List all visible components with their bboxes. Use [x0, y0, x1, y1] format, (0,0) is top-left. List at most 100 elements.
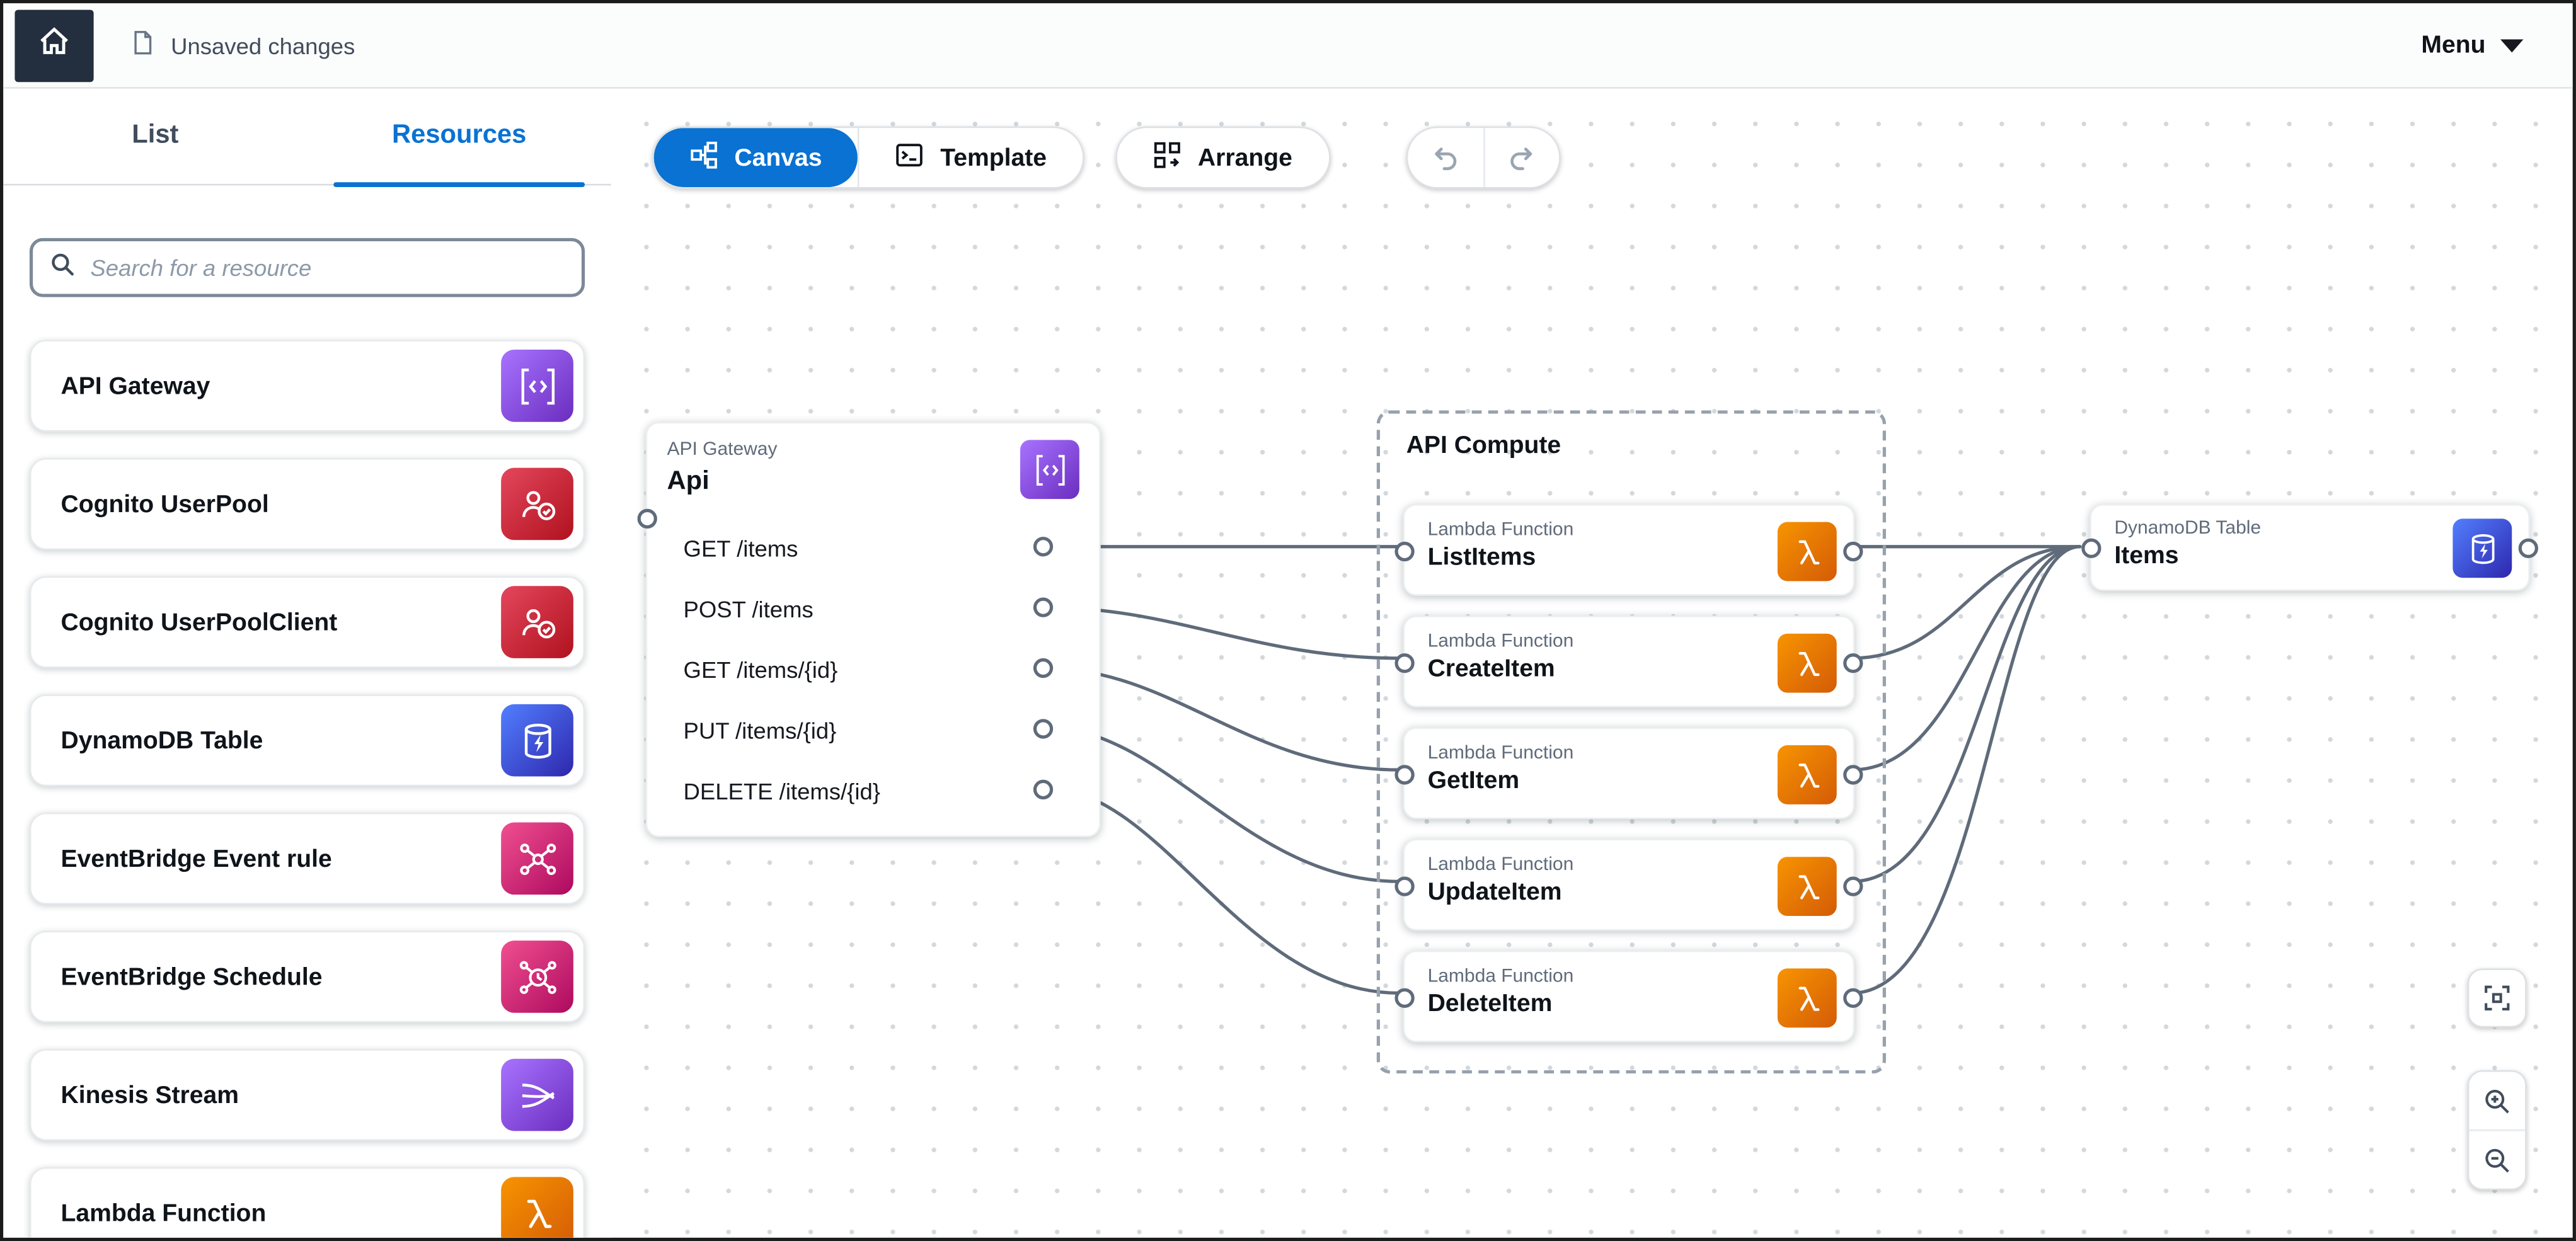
- resource-card-dynamodb-table[interactable]: DynamoDB Table: [29, 694, 585, 787]
- connector-port[interactable]: [2518, 538, 2538, 558]
- resource-label: Lambda Function: [60, 1199, 267, 1227]
- resource-card-lambda-function[interactable]: Lambda Function: [29, 1167, 585, 1238]
- resource-label: EventBridge Schedule: [60, 963, 323, 991]
- arrange-button[interactable]: Arrange: [1115, 126, 1330, 189]
- connector-port[interactable]: [1394, 653, 1415, 673]
- tab-list[interactable]: List: [3, 89, 307, 184]
- node-type-label: Lambda Function: [1427, 855, 1574, 875]
- dynamodb-icon: [501, 704, 573, 777]
- resource-label: DynamoDB Table: [60, 726, 263, 755]
- resource-card-cognito-userpoolclient[interactable]: Cognito UserPoolClient: [29, 576, 585, 668]
- resource-label: Cognito UserPool: [60, 489, 269, 518]
- connector-port[interactable]: [637, 508, 657, 529]
- api-route[interactable]: GET /items/{id}: [647, 639, 1099, 699]
- resource-card-api-gateway[interactable]: API Gateway: [29, 340, 585, 432]
- dynamodb-node[interactable]: DynamoDB Table Items: [2081, 503, 2538, 592]
- lambda-node-updateitem[interactable]: Lambda Function UpdateItem: [1394, 838, 1863, 931]
- history-controls: [1405, 126, 1560, 189]
- connector-port[interactable]: [1843, 765, 1863, 785]
- menu-button[interactable]: Menu: [2421, 31, 2524, 59]
- resource-card-kinesis-stream[interactable]: Kinesis Stream: [29, 1049, 585, 1141]
- unsaved-file-icon: [130, 30, 156, 61]
- zoom-out-button[interactable]: [2469, 1129, 2526, 1189]
- topbar: Unsaved changes Menu: [3, 3, 2573, 89]
- tab-resources[interactable]: Resources: [308, 89, 611, 188]
- node-text: Lambda Function DeleteItem: [1428, 967, 1574, 1019]
- connector-port[interactable]: [1394, 876, 1415, 896]
- resource-card-cognito-userpool[interactable]: Cognito UserPool: [29, 458, 585, 550]
- resource-sidebar: List Resources API Gateway: [3, 88, 611, 1238]
- undo-button[interactable]: [1407, 128, 1483, 188]
- lambda-icon: [1777, 745, 1837, 804]
- connector-port[interactable]: [1394, 541, 1415, 562]
- canvas-view-button[interactable]: Canvas: [653, 128, 858, 188]
- connector-port[interactable]: [1033, 658, 1054, 678]
- fit-view-button[interactable]: [2467, 968, 2527, 1028]
- node-type-label: DynamoDB Table: [2114, 518, 2262, 539]
- resource-label: Kinesis Stream: [60, 1080, 239, 1109]
- resource-search[interactable]: [29, 237, 585, 297]
- node-text: DynamoDB Table Items: [2114, 518, 2261, 571]
- canvas-view-icon: [690, 140, 718, 175]
- resource-list: API Gateway Cognito UserPool: [29, 340, 585, 1238]
- lambda-node-listitems[interactable]: Lambda Function ListItems: [1394, 503, 1863, 596]
- route-label: GET /items/{id}: [683, 656, 838, 682]
- connector-port[interactable]: [1843, 541, 1863, 562]
- arrange-icon: [1154, 140, 1182, 175]
- resource-card-eventbridge-rule[interactable]: EventBridge Event rule: [29, 812, 585, 905]
- api-route[interactable]: POST /items: [647, 578, 1099, 638]
- zoom-controls: [2467, 1070, 2527, 1191]
- connector-port[interactable]: [2081, 538, 2102, 558]
- canvas-area[interactable]: Canvas Template: [611, 88, 2573, 1238]
- connector-port[interactable]: [1033, 719, 1054, 739]
- home-button[interactable]: [14, 9, 94, 81]
- zoom-in-button[interactable]: [2469, 1072, 2526, 1129]
- connector-port[interactable]: [1394, 765, 1415, 785]
- node-title: ListItems: [1427, 543, 1536, 571]
- search-icon: [49, 250, 76, 285]
- api-route[interactable]: GET /items: [647, 517, 1099, 578]
- node-title: GetItem: [1427, 766, 1520, 795]
- connector-port[interactable]: [1843, 988, 1863, 1008]
- node-title: Api: [667, 467, 710, 496]
- node-type-label: API Gateway: [667, 440, 778, 460]
- connector-port[interactable]: [1033, 597, 1054, 617]
- connector-port[interactable]: [1394, 988, 1415, 1008]
- api-compute-group[interactable]: API Compute Lambda Function ListItems La…: [1376, 410, 1886, 1074]
- lambda-node-getitem[interactable]: Lambda Function GetItem: [1394, 727, 1863, 820]
- api-gateway-node[interactable]: API Gateway Api GET /items POST /items: [637, 421, 1101, 837]
- dynamodb-icon: [2452, 518, 2512, 578]
- redo-button[interactable]: [1483, 128, 1559, 188]
- route-label: POST /items: [683, 595, 814, 622]
- sidebar-tabs: List Resources: [3, 89, 611, 188]
- eventbridge-schedule-icon: [501, 941, 573, 1013]
- connector-port[interactable]: [1033, 779, 1054, 800]
- lambda-node-deleteitem[interactable]: Lambda Function DeleteItem: [1394, 950, 1863, 1043]
- redo-icon: [1510, 147, 1532, 171]
- canvas-toolbar: Canvas Template: [652, 126, 1560, 189]
- cognito-userpool-icon: [501, 467, 573, 540]
- connector-port[interactable]: [1843, 876, 1863, 896]
- connector-port[interactable]: [1843, 653, 1863, 673]
- canvas-view-label: Canvas: [734, 144, 822, 172]
- node-title: DeleteItem: [1427, 990, 1553, 1018]
- chevron-down-icon: [2500, 38, 2524, 52]
- lambda-node-createitem[interactable]: Lambda Function CreateItem: [1394, 615, 1863, 708]
- route-label: DELETE /items/{id}: [683, 777, 880, 804]
- fit-view-icon: [2485, 985, 2510, 1010]
- route-label: GET /items: [683, 534, 798, 561]
- node-title: Items: [2114, 541, 2179, 570]
- node-type-label: Lambda Function: [1427, 743, 1574, 763]
- node-title: CreateItem: [1427, 655, 1555, 683]
- api-node-header: API Gateway Api: [667, 440, 777, 497]
- api-route[interactable]: DELETE /items/{id}: [647, 760, 1099, 820]
- search-input[interactable]: [87, 253, 565, 283]
- resource-card-eventbridge-schedule[interactable]: EventBridge Schedule: [29, 930, 585, 1023]
- api-route[interactable]: PUT /items/{id}: [647, 699, 1099, 760]
- connector-port[interactable]: [1033, 537, 1054, 557]
- zoom-out-icon: [2485, 1148, 2509, 1172]
- api-gateway-icon: [501, 350, 573, 422]
- zoom-in-icon: [2485, 1089, 2509, 1113]
- api-gateway-icon: [1020, 440, 1079, 500]
- template-view-button[interactable]: Template: [858, 128, 1083, 188]
